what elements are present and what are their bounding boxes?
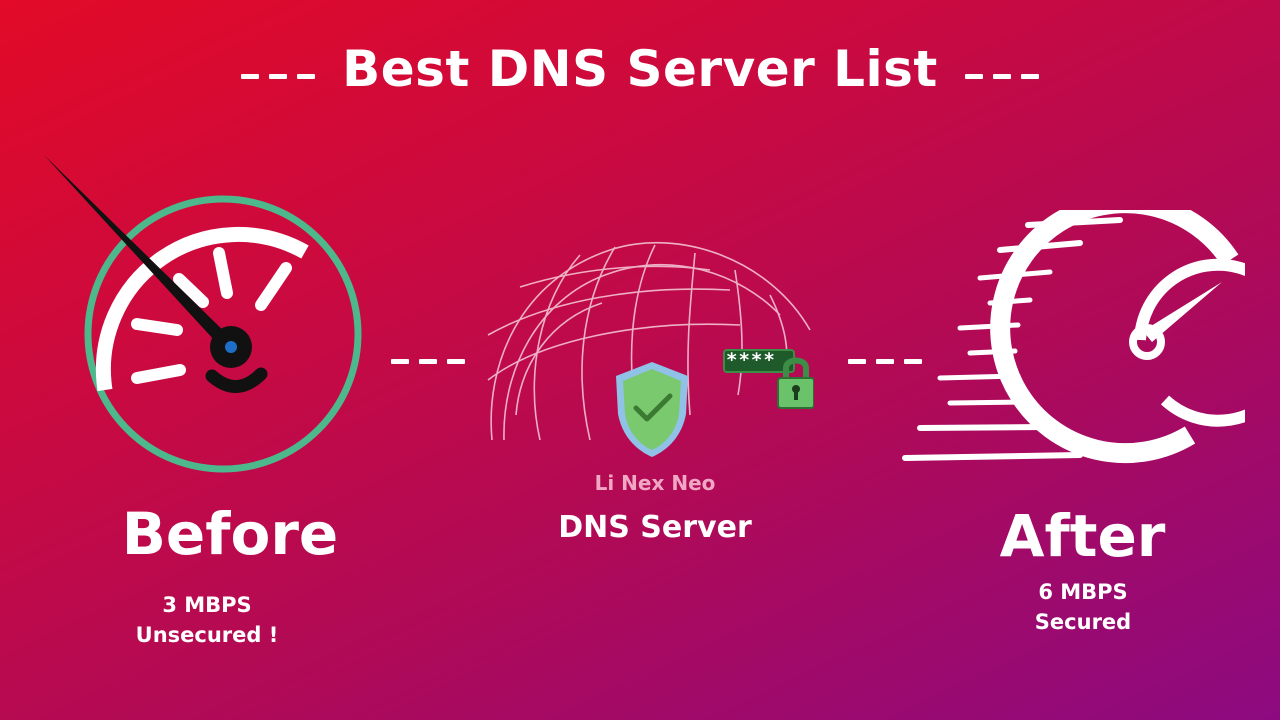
title-dash-left [236, 44, 320, 102]
password-mask: **** [726, 349, 776, 371]
brand-name: Li Nex Neo [594, 471, 716, 495]
connector-left [386, 349, 470, 368]
before-section: Before [0, 500, 460, 568]
slow-speedometer-icon [44, 155, 362, 473]
title-text: Best DNS Server List [342, 40, 938, 98]
padlock-icon [723, 349, 814, 409]
before-details: 3 MBPS Unsecured ! [77, 590, 337, 650]
after-details: 6 MBPS Secured [953, 577, 1213, 637]
fast-speedometer-icon [902, 210, 1245, 464]
before-status: Unsecured ! [135, 623, 279, 647]
globe-icon [487, 242, 811, 441]
before-label: Before [121, 500, 339, 568]
before-speed: 3 MBPS [162, 593, 252, 617]
title-dash-right [960, 44, 1044, 102]
shield-check-icon [616, 362, 688, 457]
after-section: After [900, 502, 1265, 570]
dns-server-label: DNS Server [558, 510, 752, 545]
after-label: After [999, 502, 1166, 570]
page-title: Best DNS Server List [0, 40, 1280, 102]
after-status: Secured [1034, 610, 1132, 634]
connector-right [843, 349, 927, 368]
after-speed: 6 MBPS [1038, 580, 1128, 604]
